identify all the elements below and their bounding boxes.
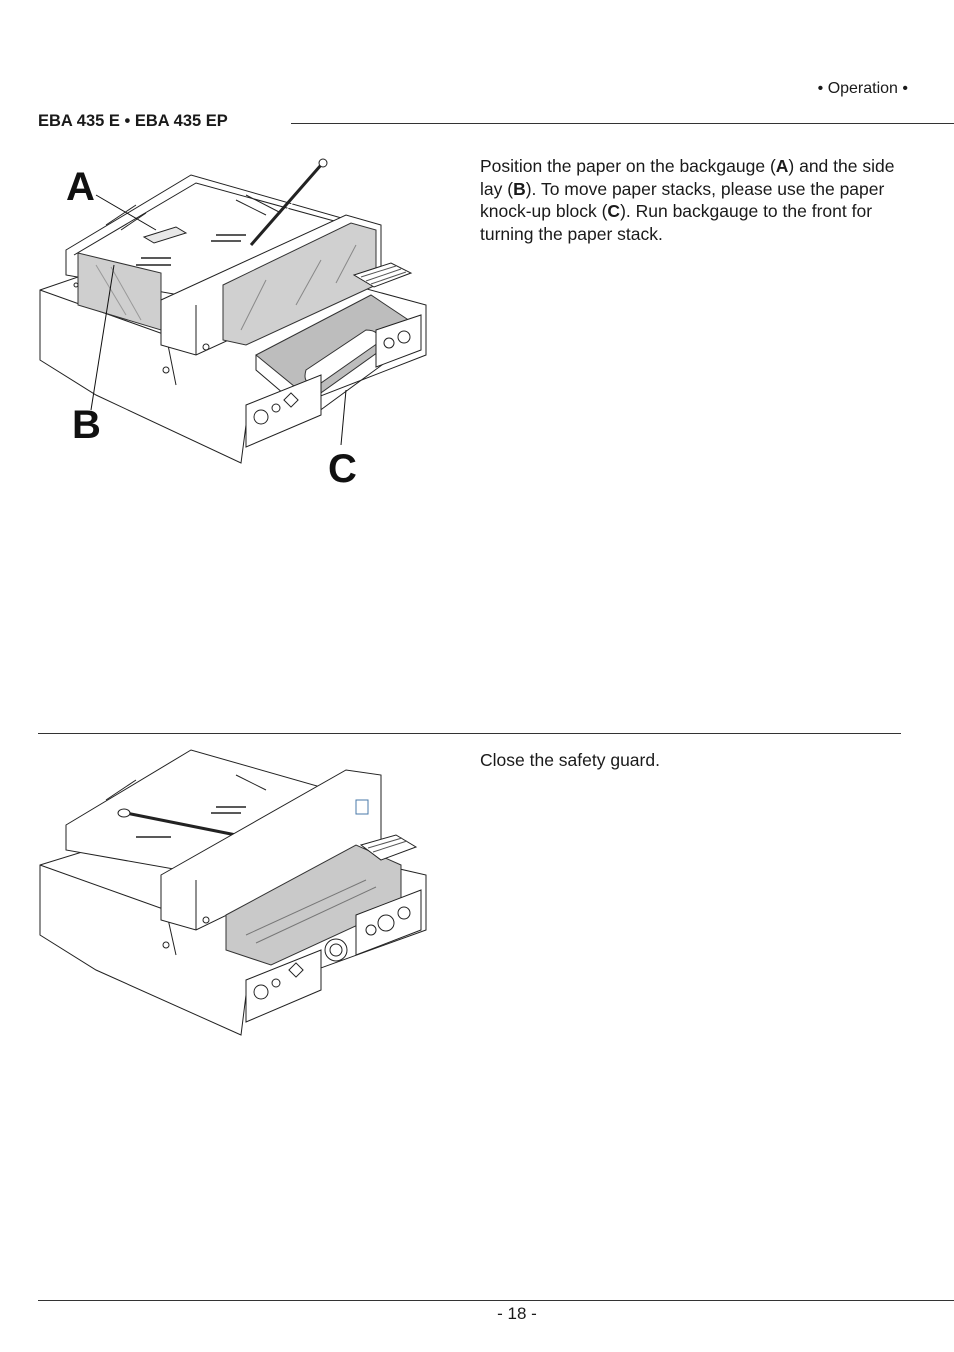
- step1-ref-b: B: [513, 178, 526, 199]
- step1-text-3: ). To move paper stacks, please use the …: [480, 178, 885, 222]
- callout-b: B: [72, 403, 101, 447]
- step1-ref-a: A: [775, 156, 789, 176]
- step1-illustration: A B C: [36, 155, 446, 495]
- step1-text-4: ). Run backgauge to the front for turnin…: [480, 201, 873, 244]
- step1-instructions: Position the paper on the backgauge (A) …: [480, 155, 900, 245]
- step2-illustration: [36, 745, 446, 1040]
- callout-c: C: [328, 447, 357, 491]
- section-divider: [38, 733, 901, 734]
- step1-text-2: ) and the side lay (: [480, 156, 895, 199]
- step1-ref-c: C: [607, 201, 621, 221]
- step2-instructions: Close the safety guard.: [480, 750, 660, 770]
- section-label: • Operation •: [817, 80, 908, 97]
- paper-cutter-diagram-backgauge: A B C: [39, 158, 427, 491]
- document-title: EBA 435 E • EBA 435 EP: [38, 112, 228, 130]
- step1-text-1: Position the paper on the backgauge (: [480, 156, 776, 176]
- paper-cutter-diagram-guard-closed: [39, 749, 427, 1036]
- page-number: - 18 -: [497, 1304, 537, 1323]
- footer-rule: [38, 1300, 954, 1301]
- callout-a: A: [66, 165, 95, 209]
- header-rule: [291, 123, 954, 124]
